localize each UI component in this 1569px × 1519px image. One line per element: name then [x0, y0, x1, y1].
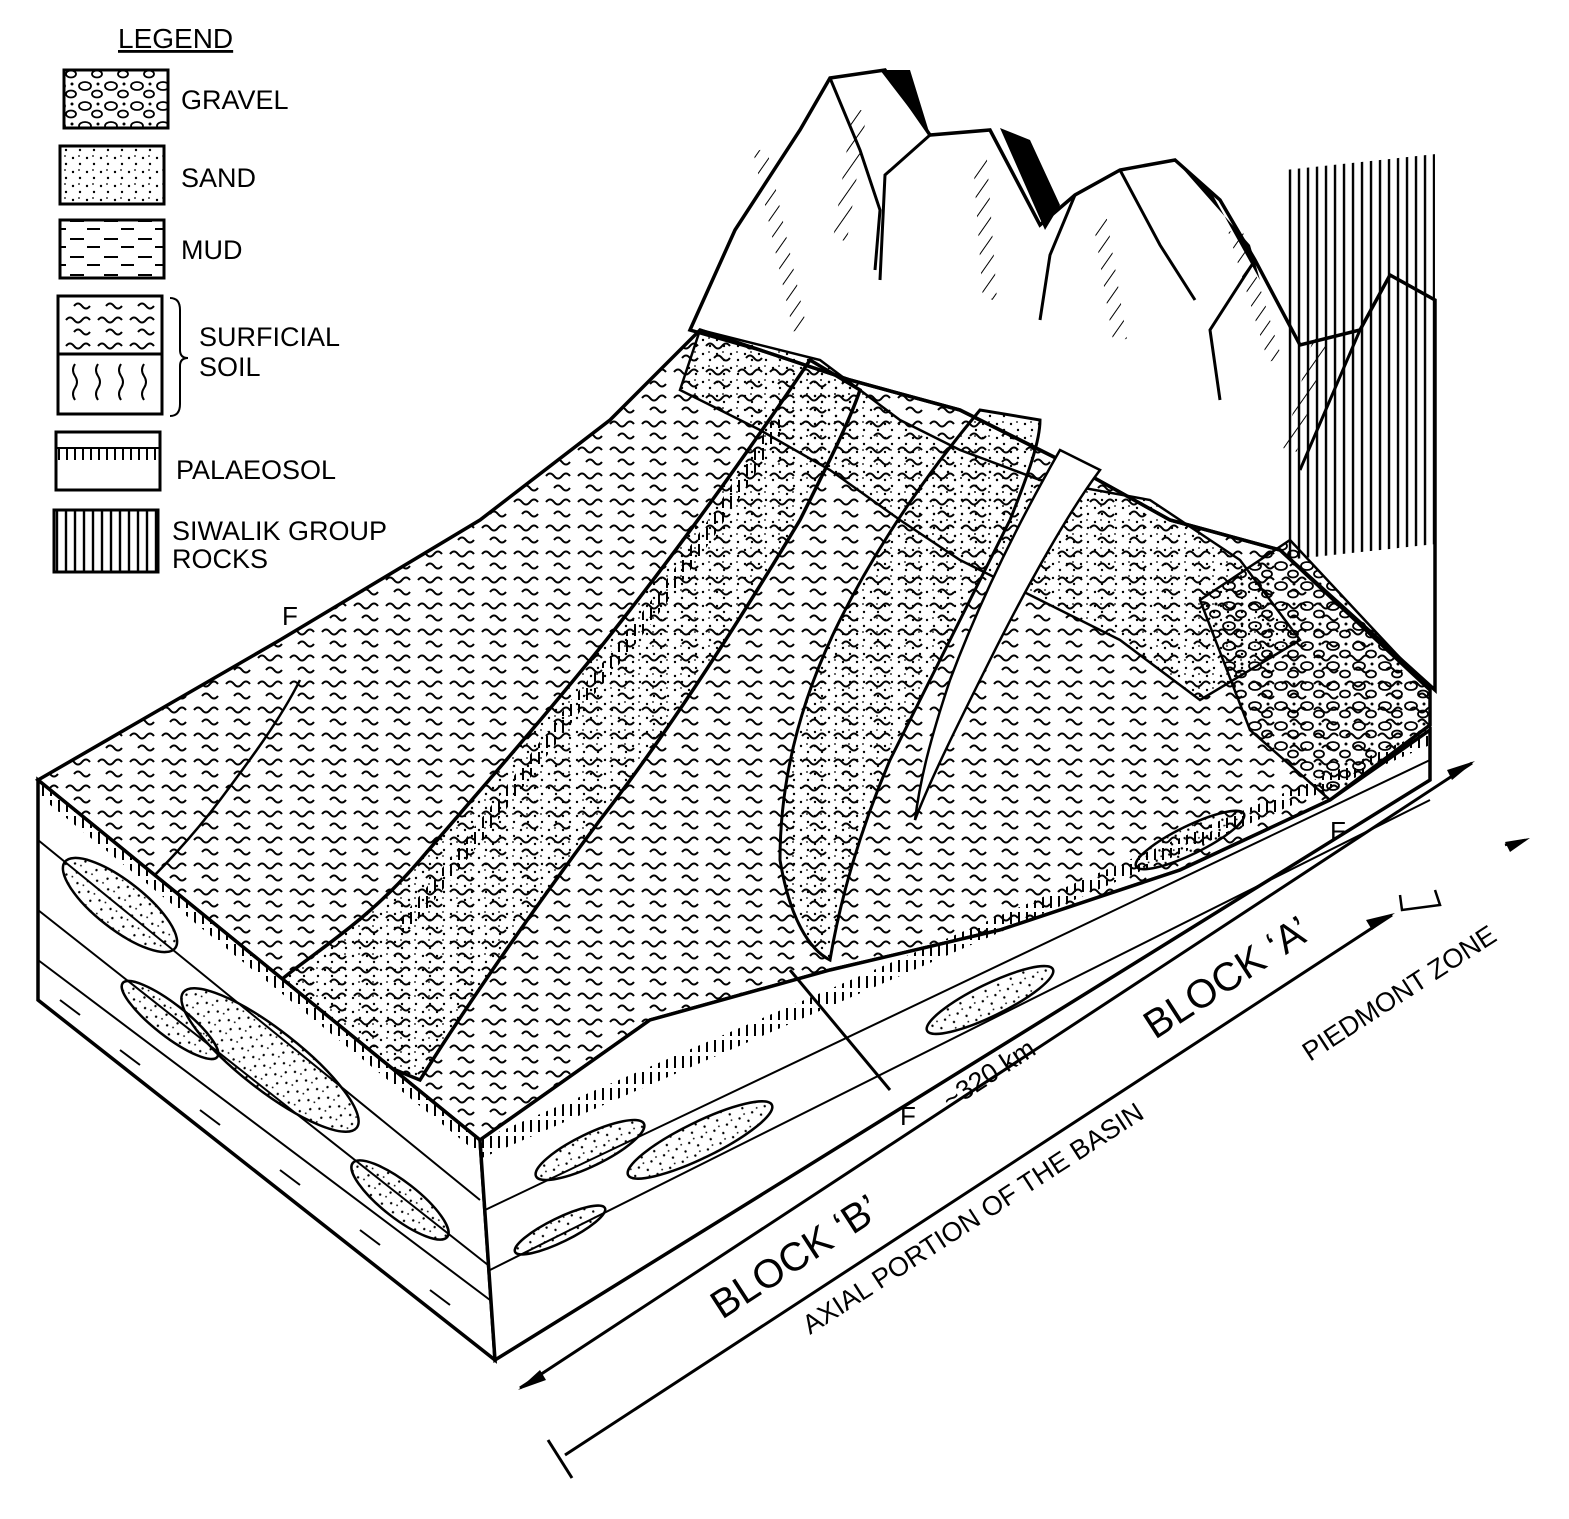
legend-label-palaeosol: PALAEOSOL [176, 455, 336, 485]
block-front-face [36, 776, 498, 1364]
axial-arrow-stop [546, 1439, 574, 1479]
fault-label-middle: F [900, 1101, 916, 1131]
legend-swatch-mud [58, 218, 166, 280]
mountain-range [687, 68, 1437, 694]
legend-label-siwalik-2: ROCKS [172, 544, 268, 574]
legend-label-mud: MUD [181, 235, 243, 265]
legend-swatch-soil-bottom [56, 352, 164, 416]
legend-swatch-palaeosol [54, 430, 162, 492]
legend: LEGEND GRAVEL SAND MUD SURFICIAL SOIL PA… [52, 23, 387, 574]
fault-line [788, 969, 892, 1091]
legend-title: LEGEND [118, 23, 233, 54]
legend-label-soil-1: SURFICIAL [199, 322, 340, 352]
legend-swatch-sand [58, 144, 166, 206]
river-channels [139, 357, 1102, 1083]
siwalik-face [1285, 154, 1435, 560]
axial-arrow [564, 913, 1393, 1457]
legend-label-gravel: GRAVEL [181, 85, 289, 115]
tributary [913, 448, 1102, 821]
legend-swatch-soil-top [56, 294, 164, 356]
piedmont-arrowhead [1505, 838, 1530, 852]
legend-brace [169, 297, 189, 417]
secondary-river [778, 408, 1042, 963]
legend-swatch-gravel [62, 68, 170, 130]
legend-label-sand: SAND [181, 163, 256, 193]
block-arrowhead-right [1447, 761, 1475, 780]
label-piedmont: PIEDMONT ZONE [1297, 920, 1502, 1067]
fault-label-left: F [282, 601, 298, 631]
block-length-arrow [519, 761, 1473, 1390]
legend-label-soil-2: SOIL [199, 352, 261, 382]
piedmont-bracket [1398, 838, 1526, 912]
block-arrowhead-left [518, 1370, 546, 1390]
legend-swatch-siwalik [52, 508, 160, 574]
block-side-face [478, 726, 1432, 1364]
axial-arrowhead [1366, 913, 1395, 930]
legend-label-siwalik-1: SIWALIK GROUP [172, 516, 387, 546]
fault-label-right: F [1330, 816, 1346, 846]
